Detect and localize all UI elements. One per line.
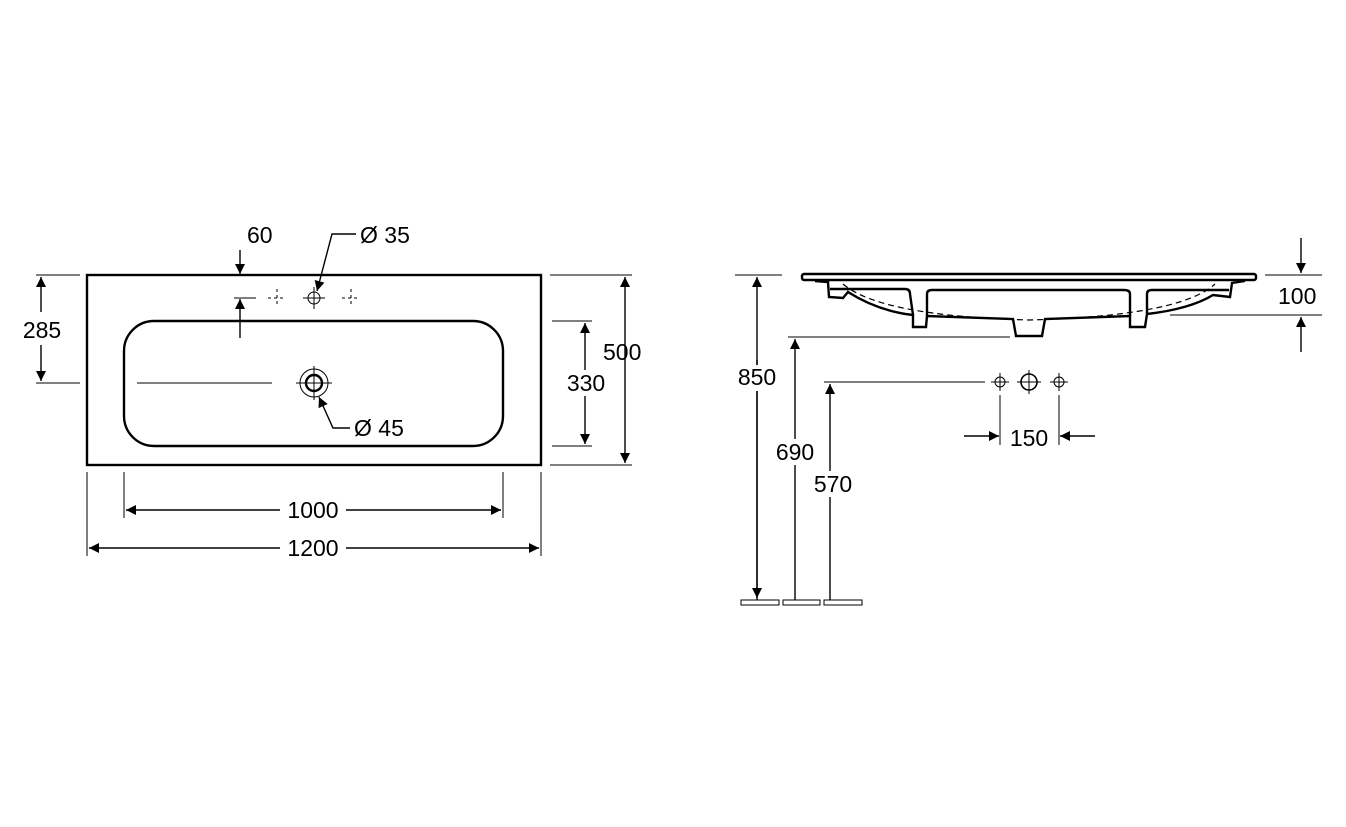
side-tap-holes bbox=[991, 370, 1068, 394]
top-view: 285 500 330 1000 1200 60 bbox=[23, 222, 642, 561]
side-view: 850 690 570 100 bbox=[734, 238, 1322, 606]
dim-150: 150 bbox=[1010, 425, 1048, 451]
dim-60: 60 bbox=[247, 222, 273, 248]
dim-570: 570 bbox=[814, 471, 852, 497]
tap-hole-left bbox=[268, 289, 286, 307]
dim-330: 330 bbox=[567, 370, 605, 396]
basin-outline bbox=[85, 273, 543, 467]
tap-hole-right bbox=[342, 289, 360, 307]
dim-500: 500 bbox=[603, 339, 641, 365]
dim-1200: 1200 bbox=[287, 535, 338, 561]
dim-tap-hole: Ø 35 bbox=[360, 222, 410, 248]
bowl-outline bbox=[122, 319, 505, 448]
dim-drain-hole: Ø 45 bbox=[354, 415, 404, 441]
dim-1000: 1000 bbox=[287, 497, 338, 523]
basin-profile bbox=[814, 279, 1246, 338]
dim-690: 690 bbox=[776, 439, 814, 465]
basin-top-slab bbox=[800, 272, 1258, 282]
dim-850: 850 bbox=[738, 364, 776, 390]
dim-100: 100 bbox=[1278, 283, 1316, 309]
drain-hole bbox=[296, 366, 332, 400]
floor-plate bbox=[823, 599, 863, 606]
dim-285: 285 bbox=[23, 317, 61, 343]
floor-plate bbox=[740, 599, 780, 606]
floor-plate bbox=[782, 599, 821, 606]
tap-hole-center bbox=[303, 287, 325, 309]
